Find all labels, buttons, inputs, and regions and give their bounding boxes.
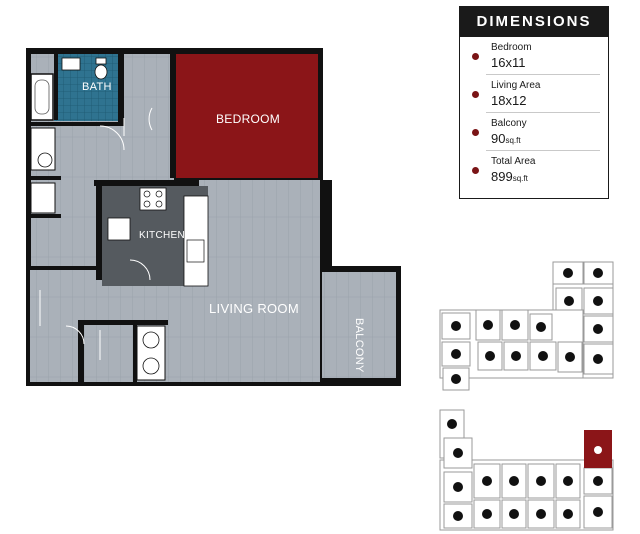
bullet-icon	[472, 167, 479, 174]
room-label-living-room: LIVING ROOM	[209, 301, 299, 316]
balcony-floor	[322, 272, 396, 378]
dimensions-title: DIMENSIONS	[460, 7, 608, 37]
dimension-row: Living Area 18x12	[460, 75, 608, 113]
dimension-value: 90	[491, 131, 506, 146]
dimension-value: 18x12	[491, 93, 527, 108]
stove	[139, 187, 167, 211]
bedroom-fill	[176, 54, 318, 178]
dimension-value: 16x11	[491, 55, 526, 70]
dimension-unit: sq.ft	[505, 136, 521, 145]
dimension-row: Total Area 899sq.ft	[460, 151, 608, 189]
fridge	[107, 217, 131, 241]
dimension-name: Bedroom	[491, 42, 532, 53]
dimension-unit: sq.ft	[512, 174, 528, 183]
dimension-name: Living Area	[491, 80, 541, 91]
dimension-row: Balcony 90sq.ft	[460, 113, 608, 151]
room-label-bath: BATH	[82, 81, 112, 93]
dimension-name: Balcony	[491, 118, 527, 129]
bullet-icon	[472, 129, 479, 136]
room-label-bedroom: BEDROOM	[216, 112, 281, 126]
dimension-name: Total Area	[491, 156, 536, 167]
room-label-kitchen: KITCHEN	[139, 230, 185, 241]
dimensions-panel: DIMENSIONS Bedroom 16x11 Living Area 18x…	[459, 6, 609, 199]
toilet	[94, 64, 108, 80]
dimension-value: 899	[491, 169, 513, 184]
dimension-row: Bedroom 16x11	[460, 37, 608, 75]
bullet-icon	[472, 91, 479, 98]
bullet-icon	[472, 53, 479, 60]
sink	[61, 57, 81, 71]
